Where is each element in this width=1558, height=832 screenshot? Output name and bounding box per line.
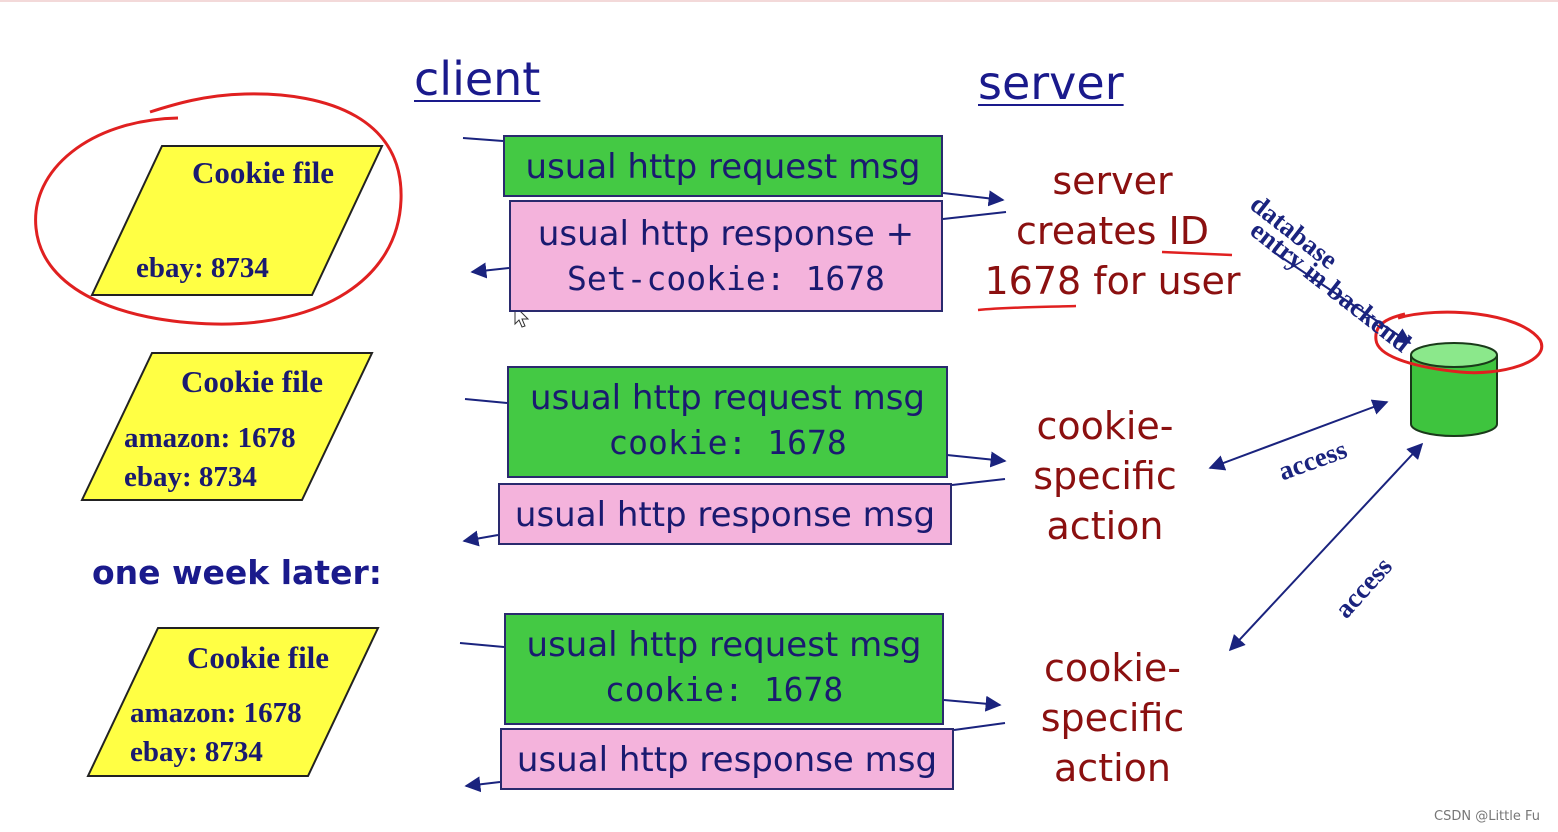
- request-arrow-out-1: [942, 190, 1005, 207]
- red-underline-1678: [977, 304, 1077, 312]
- request-arrow-out-3: [943, 695, 1002, 712]
- cookie-file-title: Cookie file: [181, 364, 324, 399]
- server-action-text: cookie- specific action: [1033, 404, 1177, 548]
- cookie-file-entry: ebay: 8734: [124, 461, 257, 493]
- cookie-file-entry: ebay: 8734: [130, 736, 263, 768]
- request-arrow-in-1: [462, 137, 504, 142]
- cookie-file-shape-3: [86, 627, 380, 777]
- request-label: usual http request msg: [525, 147, 921, 187]
- http-request-box: usual http request msg: [503, 135, 943, 197]
- server-action-text: cookie- specific action: [1040, 646, 1185, 790]
- http-request-box: usual http request msg cookie: 1678: [507, 366, 948, 478]
- request-label: usual http request msg: [526, 625, 922, 665]
- access-arrow-2: [1228, 442, 1424, 652]
- response-label: usual http response +: [537, 214, 915, 254]
- one-week-later-label: one week later:: [92, 553, 382, 592]
- arrow-to-database: [1271, 250, 1412, 344]
- http-response-box: usual http response msg: [500, 728, 954, 790]
- red-underline-id: [1161, 250, 1233, 257]
- database-body: [1410, 355, 1498, 437]
- cookie-header: cookie: 1678: [608, 423, 847, 462]
- cookie-file-shape-2: [80, 352, 374, 501]
- http-request-box: usual http request msg cookie: 1678: [504, 613, 944, 725]
- cookie-file-entry: amazon: 1678: [124, 422, 296, 454]
- red-annotation-database: [1374, 310, 1544, 375]
- response-arrow-in-1: [942, 211, 1007, 220]
- response-arrow-in-2: [951, 478, 1006, 486]
- cookie-file-title: Cookie file: [192, 155, 335, 190]
- request-label: usual http request msg: [530, 378, 925, 418]
- cookie-file-shape-1: [90, 145, 384, 296]
- response-arrow-in-3: [953, 722, 1006, 731]
- http-response-box: usual http response + Set-cookie: 1678: [509, 200, 943, 312]
- response-label: usual http response msg: [516, 740, 938, 780]
- response-label: usual http response msg: [514, 495, 936, 535]
- cookie-file-entry: amazon: 1678: [130, 697, 302, 729]
- server-header: server: [978, 56, 1124, 110]
- cookie-file-entry: ebay: 8734: [136, 252, 269, 284]
- top-border: [0, 0, 1558, 2]
- request-arrow-out-2: [946, 451, 1007, 468]
- client-header: client: [414, 52, 541, 106]
- response-arrow-out-2: [462, 530, 499, 547]
- http-response-box: usual http response msg: [498, 483, 952, 545]
- response-arrow-out-1: [470, 262, 510, 279]
- request-arrow-in-3: [459, 642, 505, 648]
- database-top: [1410, 342, 1498, 368]
- red-annotation-circle: [34, 92, 403, 326]
- cookie-header: cookie: 1678: [604, 670, 844, 709]
- request-arrow-in-2: [464, 398, 508, 404]
- set-cookie-header: Set-cookie: 1678: [567, 259, 885, 298]
- server-action-text: server creates ID 1678 for user: [984, 159, 1241, 303]
- watermark: CSDN @Little Fu: [1434, 809, 1540, 824]
- response-arrow-out-3: [464, 776, 501, 793]
- cookie-file-title: Cookie file: [187, 640, 330, 675]
